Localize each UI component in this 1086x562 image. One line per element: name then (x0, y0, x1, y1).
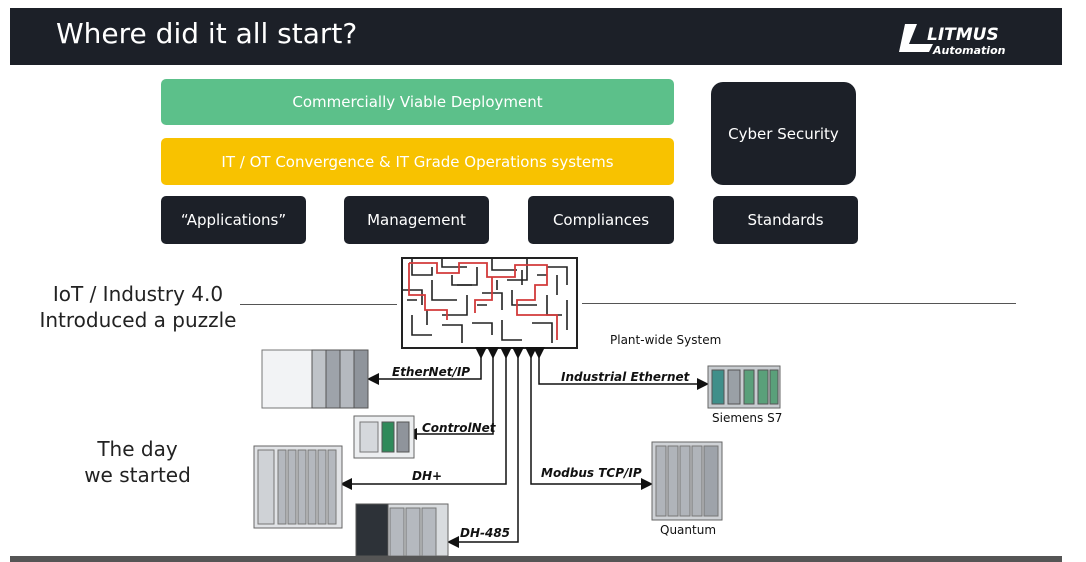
slide-title: Where did it all start? (56, 17, 358, 50)
siemens-label: Siemens S7 (712, 411, 783, 425)
dh-485-label: DH-485 (460, 526, 510, 540)
iot-line-1: IoT / Industry 4.0 (52, 282, 224, 306)
divider-right (582, 303, 1016, 304)
dh-485-link (447, 347, 524, 548)
logo-sub: Automation (932, 44, 1006, 57)
dh-plus-label: DH+ (412, 469, 442, 483)
bottom-bar (10, 556, 1062, 562)
convergence-block: IT / OT Convergence & IT Grade Operation… (161, 138, 674, 185)
cyber-security-block: Cyber Security (711, 82, 856, 185)
slide-header: Where did it all start? LITMUS Automatio… (10, 8, 1062, 65)
management-block: Management (344, 196, 489, 244)
plc-rack-ethernet-device (261, 349, 369, 409)
iot-line-2: Introduced a puzzle (39, 308, 237, 332)
dh-485-device (355, 503, 449, 556)
day-line-2: we started (84, 463, 191, 487)
quantum-device (651, 441, 723, 521)
quantum-label: Quantum (660, 523, 717, 537)
compliances-block: Compliances (528, 196, 674, 244)
logo-brand: LITMUS (927, 25, 999, 45)
controlnet-device (353, 415, 415, 459)
controlnet-label: ControlNet (422, 421, 497, 435)
day-caption: The day we started (60, 436, 215, 488)
network-diagram: EtherNet/IP ControlNet DH+ DH-485 Indust… (253, 347, 781, 556)
litmus-logo: LITMUS Automation (899, 24, 1006, 57)
maze-image (401, 257, 578, 349)
modbus-label: Modbus TCP/IP (541, 466, 642, 480)
ethernet-ip-label: EtherNet/IP (392, 365, 470, 379)
siemens-s7-device (707, 365, 781, 409)
standards-block: Standards (713, 196, 858, 244)
plant-wide-label: Plant-wide System (610, 333, 722, 347)
commercial-block: Commercially Viable Deployment (161, 79, 674, 125)
dh-plus-device (253, 445, 343, 529)
day-line-1: The day (97, 437, 178, 461)
divider-left (240, 304, 397, 305)
modbus-link (525, 347, 653, 490)
applications-block: “Applications” (161, 196, 306, 244)
industrial-ethernet-label: Industrial Ethernet (561, 370, 691, 384)
iot-caption: IoT / Industry 4.0 Introduced a puzzle (20, 281, 256, 333)
